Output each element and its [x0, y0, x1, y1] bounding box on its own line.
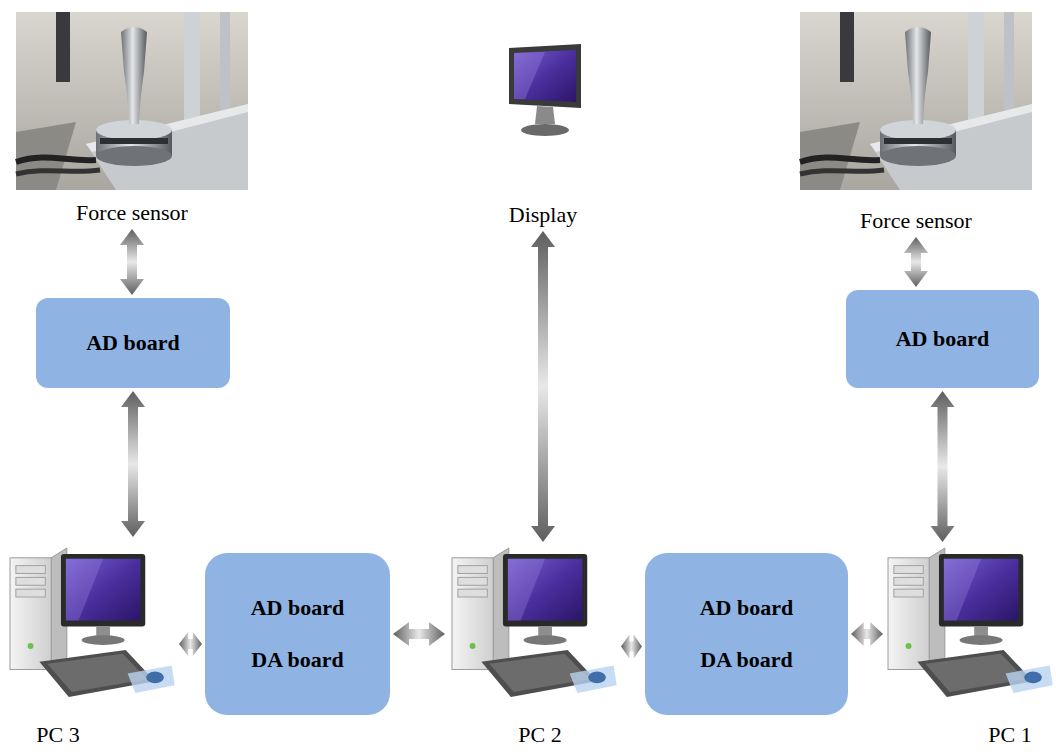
computer-icon — [10, 548, 175, 697]
board-label: AD board — [700, 594, 794, 622]
double-arrow — [179, 632, 202, 656]
board-label: AD board — [86, 329, 180, 357]
device-label: PC 3 — [36, 722, 79, 748]
double-arrow — [393, 622, 445, 646]
double-arrow — [120, 229, 144, 295]
board-label: AD board — [896, 325, 990, 353]
force-sensor-photo — [800, 12, 1032, 190]
board-label: DA board — [700, 646, 792, 674]
double-arrow — [621, 635, 642, 659]
device-node: PC 1 — [886, 545, 1052, 748]
board-label: DA board — [251, 646, 343, 674]
double-arrow — [531, 231, 555, 542]
computer-icon — [452, 548, 617, 697]
device-label: PC 1 — [988, 722, 1031, 748]
device-node: Force sensor — [800, 12, 1032, 234]
board-box: AD board — [36, 298, 230, 388]
computer-icon — [888, 548, 1053, 697]
display-icon — [509, 44, 581, 136]
device-node: PC 3 — [8, 540, 176, 748]
device-node: Display — [470, 38, 616, 228]
double-arrow — [904, 237, 928, 287]
force-sensor-photo — [16, 12, 248, 190]
board-label: AD board — [251, 594, 345, 622]
double-arrow — [931, 391, 955, 542]
double-arrow — [851, 622, 883, 646]
device-label: Force sensor — [860, 208, 972, 234]
board-box: AD board DA board — [205, 553, 390, 715]
board-box: AD board DA board — [645, 553, 848, 715]
device-label: Display — [509, 202, 577, 228]
device-node: Force sensor — [16, 12, 248, 226]
device-label: Force sensor — [76, 200, 188, 226]
device-label: PC 2 — [518, 722, 561, 748]
board-box: AD board — [846, 290, 1039, 388]
device-node: PC 2 — [448, 545, 618, 748]
double-arrow — [121, 391, 145, 537]
